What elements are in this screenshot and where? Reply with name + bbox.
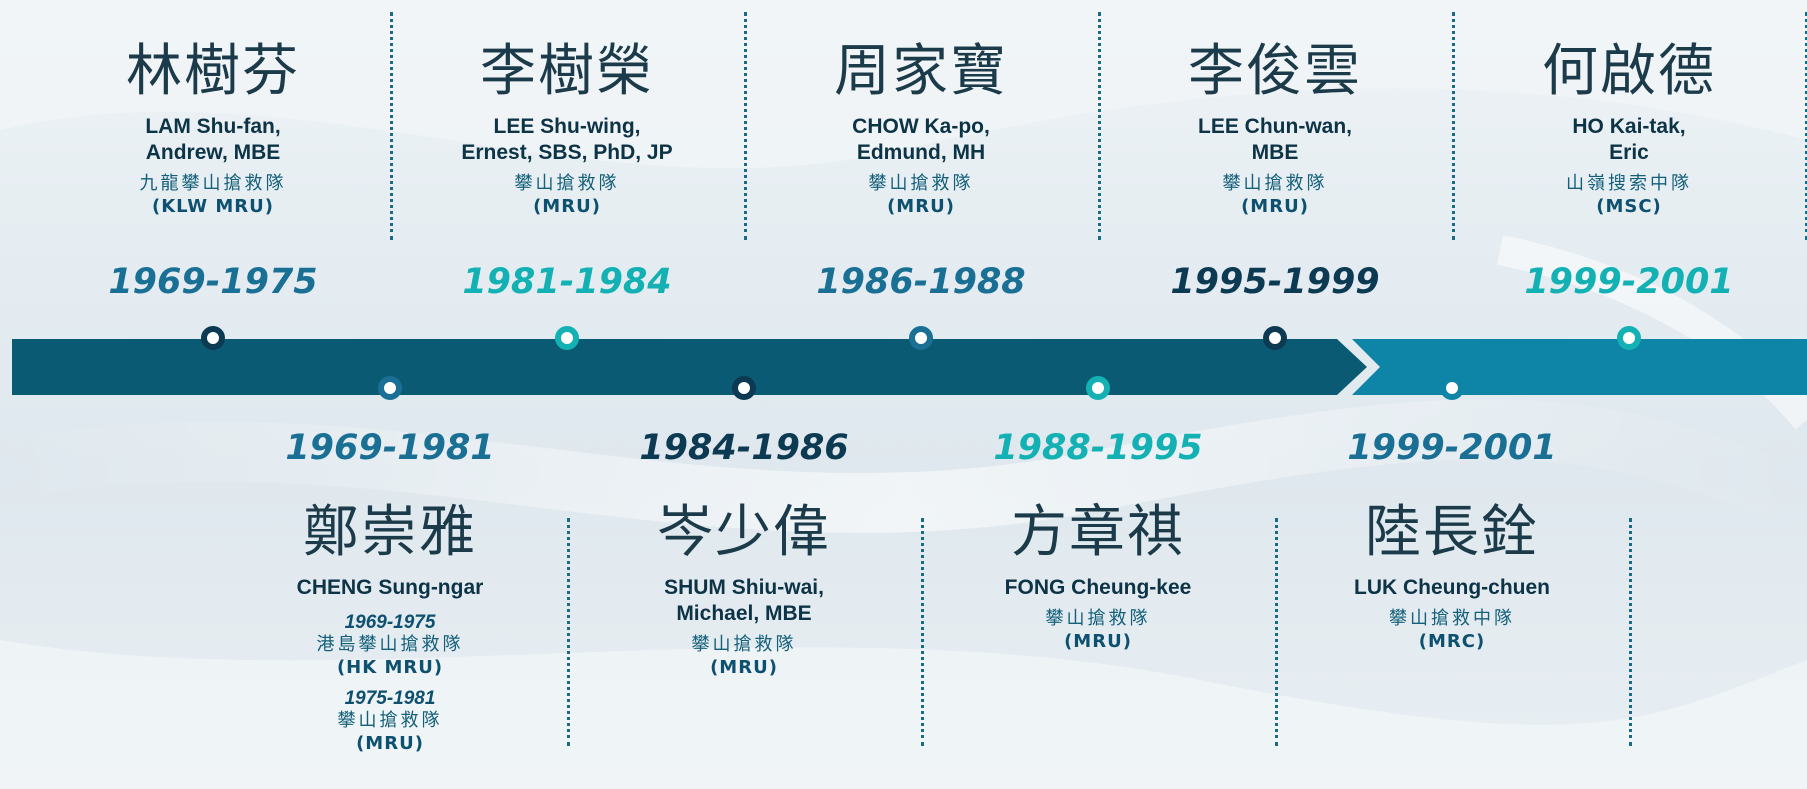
english-name: LUK Cheung-chuen: [1354, 576, 1550, 599]
term-year: 1999-2001: [1347, 428, 1557, 468]
person-card-bottom: 方章祺 FONG Cheung-kee 攀山搶救隊 (MRU): [948, 505, 1248, 653]
divider: [1275, 518, 1278, 746]
timeline-node: [1440, 376, 1464, 400]
team-abbreviation: (MRU): [710, 657, 778, 678]
chinese-name: 方章祺: [1011, 500, 1185, 565]
person-card-bottom: 鄭崇雅 CHENG Sung-ngar 1969-1975 港島攀山搶救隊 (H…: [240, 505, 540, 755]
divider: [1098, 12, 1101, 240]
timeline-band-dark: [12, 339, 1367, 395]
timeline-node: [378, 376, 402, 400]
divider: [1629, 518, 1632, 746]
timeline-node: [201, 326, 225, 350]
sub-term-year: 1975-1981: [344, 688, 436, 709]
english-name: SHUM Shiu-wai, Michael, MBE: [664, 576, 824, 625]
team-chinese: 攀山搶救隊: [1222, 173, 1328, 194]
team-abbreviation: (MSC): [1596, 196, 1662, 217]
team-chinese: 九龍攀山搶救隊: [139, 173, 287, 194]
team-chinese: 攀山搶救隊: [514, 173, 620, 194]
timeline-node: [555, 326, 579, 350]
timeline-node: [732, 376, 756, 400]
team-abbreviation: (KLW MRU): [152, 196, 274, 217]
divider: [1452, 12, 1455, 240]
team-chinese: 攀山搶救隊: [691, 634, 797, 655]
person-card-top: 周家寶 CHOW Ka-po, Edmund, MH 攀山搶救隊 (MRU): [771, 44, 1071, 218]
chinese-name: 林樹芬: [126, 39, 300, 104]
person-card-top: 李樹榮 LEE Shu-wing, Ernest, SBS, PhD, JP 攀…: [417, 44, 717, 218]
timeline-node: [1263, 326, 1287, 350]
team-abbreviation: (MRU): [356, 733, 424, 754]
chinese-name: 鄭崇雅: [303, 500, 477, 565]
timeline-band-light: [1352, 339, 1807, 395]
english-name: FONG Cheung-kee: [1004, 576, 1192, 599]
english-name: CHOW Ka-po, Edmund, MH: [852, 115, 990, 164]
team-chinese: 港島攀山搶救隊: [316, 634, 464, 655]
divider: [1805, 12, 1807, 240]
chinese-name: 岑少偉: [657, 500, 831, 565]
team-abbreviation: (MRC): [1418, 631, 1486, 652]
term-year: 1981-1984: [462, 262, 672, 302]
divider: [744, 12, 747, 240]
chinese-name: 李俊雲: [1188, 39, 1362, 104]
timeline-node: [1617, 326, 1641, 350]
english-name: LAM Shu-fan, Andrew, MBE: [145, 115, 281, 164]
team-chinese: 山嶺搜索中隊: [1566, 173, 1692, 194]
term-year: 1969-1975: [108, 262, 318, 302]
team-chinese: 攀山搶救隊: [337, 710, 443, 731]
term-year: 1969-1981: [285, 428, 495, 468]
divider: [390, 12, 393, 240]
term-year: 1986-1988: [816, 262, 1026, 302]
timeline-node: [1086, 376, 1110, 400]
team-abbreviation: (MRU): [533, 196, 601, 217]
team-abbreviation: (MRU): [1064, 631, 1132, 652]
english-name: CHENG Sung-ngar: [296, 576, 484, 599]
person-card-top: 李俊雲 LEE Chun-wan, MBE 攀山搶救隊 (MRU): [1125, 44, 1425, 218]
chinese-name: 何啟德: [1542, 39, 1716, 104]
person-card-bottom: 岑少偉 SHUM Shiu-wai, Michael, MBE 攀山搶救隊 (M…: [594, 505, 894, 679]
team-abbreviation: (HK MRU): [336, 657, 444, 678]
sub-term-year: 1969-1975: [344, 612, 436, 633]
term-year: 1988-1995: [993, 428, 1203, 468]
chinese-name: 陸長銓: [1365, 500, 1539, 565]
divider: [567, 518, 570, 746]
team-chinese: 攀山搶救隊: [1045, 608, 1151, 629]
person-card-top: 何啟德 HO Kai-tak, Eric 山嶺搜索中隊 (MSC): [1479, 44, 1779, 218]
team-abbreviation: (MRU): [1241, 196, 1309, 217]
timeline-node: [909, 326, 933, 350]
team-chinese: 攀山搶救中隊: [1389, 608, 1515, 629]
person-card-top: 林樹芬 LAM Shu-fan, Andrew, MBE 九龍攀山搶救隊 (KL…: [63, 44, 363, 218]
english-name: HO Kai-tak, Eric: [1572, 115, 1686, 164]
term-year: 1995-1999: [1170, 262, 1380, 302]
term-year: 1984-1986: [639, 428, 849, 468]
person-card-bottom: 陸長銓 LUK Cheung-chuen 攀山搶救中隊 (MRC): [1302, 505, 1602, 653]
chinese-name: 李樹榮: [480, 39, 654, 104]
english-name: LEE Shu-wing, Ernest, SBS, PhD, JP: [461, 115, 673, 164]
divider: [921, 518, 924, 746]
english-name: LEE Chun-wan, MBE: [1198, 115, 1352, 164]
team-chinese: 攀山搶救隊: [868, 173, 974, 194]
term-year: 1999-2001: [1524, 262, 1734, 302]
team-abbreviation: (MRU): [887, 196, 955, 217]
chinese-name: 周家寶: [834, 39, 1008, 104]
